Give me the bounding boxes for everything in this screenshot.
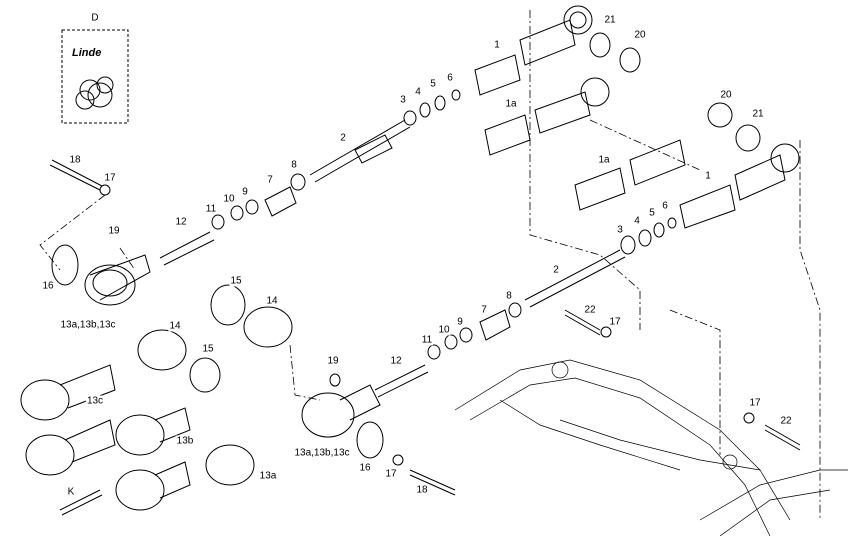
- part-label: 17: [103, 172, 117, 184]
- part-label: 17: [608, 316, 622, 328]
- leader-lines: [39, 10, 821, 520]
- part-label: 3: [399, 94, 407, 106]
- part-label: 17: [748, 397, 762, 409]
- part-label: 22: [583, 304, 597, 316]
- part-label: 3: [616, 224, 624, 236]
- part-label: 21: [751, 108, 765, 120]
- part-label: 17: [384, 468, 398, 480]
- part-label: 4: [633, 215, 641, 227]
- linde-logo: Linde: [72, 47, 102, 59]
- part-label: 9: [456, 316, 464, 328]
- part-label: 22: [779, 415, 793, 427]
- part-label: 2: [339, 132, 347, 144]
- part-label: 13b: [175, 435, 195, 447]
- part-label: 11: [420, 334, 434, 346]
- part-label: 13a,13b,13c: [293, 447, 351, 459]
- part-label: 13c: [85, 395, 105, 407]
- part-label: 15: [229, 275, 243, 287]
- part-label: 18: [68, 154, 82, 166]
- part-label: 19: [107, 225, 121, 237]
- part-label: 20: [719, 89, 733, 101]
- part-label: 5: [648, 207, 656, 219]
- part-label: 20: [633, 29, 647, 41]
- part-label: 4: [414, 86, 422, 98]
- part-label: 19: [326, 355, 340, 367]
- part-label: 13a: [258, 470, 278, 482]
- part-label: 13a,13b,13c: [59, 319, 117, 331]
- part-label: 7: [266, 174, 274, 186]
- part-label: 1a: [504, 98, 518, 110]
- part-label: K: [66, 486, 76, 498]
- bearing-ring-variants: [20, 364, 255, 516]
- truck-frame-outline: [454, 359, 848, 536]
- upper-axle-assembly: [49, 5, 641, 393]
- seal-kit: Linde: [62, 27, 128, 123]
- seal-kit-bag: [61, 29, 129, 124]
- part-label: 9: [241, 186, 249, 198]
- part-label: 18: [415, 484, 429, 496]
- part-label: 8: [505, 290, 513, 302]
- part-label: 14: [168, 320, 182, 332]
- part-label: 16: [358, 462, 372, 474]
- part-label: 14: [265, 295, 279, 307]
- part-label: 21: [603, 14, 617, 26]
- part-label: 12: [174, 216, 188, 228]
- part-label: 15: [201, 343, 215, 355]
- part-label: 5: [429, 78, 437, 90]
- part-label: 10: [437, 324, 451, 336]
- part-label: 6: [661, 200, 669, 212]
- part-label: 6: [446, 72, 454, 84]
- part-label: 8: [290, 159, 298, 171]
- part-label: 16: [41, 280, 55, 292]
- part-label: 1: [704, 170, 712, 182]
- part-label: 11: [204, 203, 218, 215]
- kit-label: D: [90, 12, 100, 24]
- lower-axle-assembly: [301, 102, 801, 496]
- part-label: 7: [480, 304, 488, 316]
- part-label: 1: [493, 39, 501, 51]
- part-label: 10: [222, 193, 236, 205]
- part-label: 2: [552, 264, 560, 276]
- part-label: 12: [389, 355, 403, 367]
- part-label: 1a: [597, 154, 611, 166]
